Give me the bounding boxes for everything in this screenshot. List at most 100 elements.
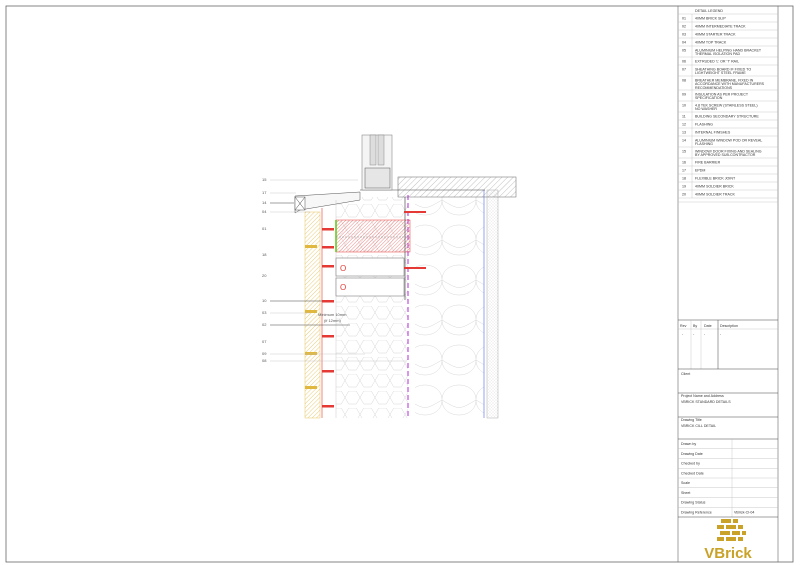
fire-barrier	[335, 219, 411, 253]
svg-text:O: O	[340, 283, 346, 292]
svg-text:O: O	[340, 264, 346, 273]
description-header: Description	[720, 324, 738, 328]
callout-15: 15	[262, 177, 267, 182]
legend-text: 40mm INTERMEDIATE TRACK	[695, 24, 746, 28]
slab	[397, 176, 517, 198]
legend-text: INTERNAL FINISHES	[695, 130, 731, 134]
legend-title: DETAIL LEGEND	[695, 9, 723, 13]
legend-text: FLEXIBLE BRICK JOINT	[695, 176, 736, 180]
secondary-structure	[486, 189, 499, 419]
legend-text: ALUMINIUM WINDOW POD OR REVEAL	[695, 138, 762, 142]
legend-text: SHEATHING BOARD IF FIXED TO	[695, 67, 751, 71]
detail-legend: DETAIL LEGEND 01 40mm BRICK SLIP 02 40mm IN…	[678, 9, 778, 203]
sheet-border	[5, 5, 794, 563]
drawing-title: VBRICK CILL DETAIL	[681, 424, 716, 428]
legend-text: 40mm TOP TRACK	[695, 40, 727, 44]
brick-slip	[304, 211, 321, 419]
callout-09: 09	[262, 351, 267, 356]
dimension-text: Minimum 10mm	[318, 312, 347, 317]
description-cell: -	[720, 332, 722, 336]
info-label: Drawing Reference	[681, 510, 712, 514]
cill-detail-drawing: O O 15 17 14 04 01 18 20 10	[262, 134, 517, 419]
callout-18: 18	[262, 252, 267, 257]
legend-text: BY APPROVED SUB-CONTRACTOR	[695, 153, 756, 157]
legend-number: 06	[682, 59, 686, 63]
legend-number: 07	[682, 67, 686, 71]
legend-text: 40mm SOLDIER BRICK	[695, 184, 734, 188]
legend-text: WINDOW/ DOOR FIXING AND SEALING	[695, 149, 762, 153]
legend-text: EXTRUDED 'L' OR 'T' RAIL	[695, 59, 739, 63]
info-label: Checked by	[681, 462, 700, 466]
legend-number: 03	[682, 32, 686, 36]
legend-number: 05	[682, 48, 686, 52]
project-label: Project Name and Address	[681, 394, 724, 398]
legend-number: 02	[682, 24, 686, 28]
legend-text: FIRE BARRIER	[695, 160, 721, 164]
date-cell: -	[704, 332, 706, 336]
vbrick-logo: VBrick	[704, 519, 752, 562]
info-label: Drawing Date	[681, 452, 703, 456]
info-value: VBrick-CI-04	[734, 510, 754, 514]
legend-text: LIGHTWEIGHT STEEL FRAME	[695, 71, 746, 75]
legend-number: 04	[682, 40, 686, 44]
callout-14: 14	[262, 200, 267, 205]
title-block: Rev By Date Description - - - - Client P…	[678, 319, 778, 518]
date-header: Date	[704, 324, 712, 328]
legend-number: 11	[682, 114, 686, 118]
legend-text: FLASHING	[695, 142, 713, 146]
legend-text: BREATHER MEMBRANE, FIXED IN	[695, 78, 754, 82]
legend-number: 20	[682, 192, 686, 196]
legend-text: NO WASHER	[695, 107, 717, 111]
legend-number: 10	[682, 103, 686, 107]
callout-17: 17	[262, 190, 267, 195]
by-header: By	[693, 324, 697, 328]
legend-text: ALUMINIUM HELPING HAND BRACKET	[695, 48, 762, 52]
legend-number: 14	[682, 138, 686, 142]
callout-20: 20	[262, 273, 267, 278]
rev-cell: -	[682, 332, 684, 336]
rev-header: Rev	[680, 324, 687, 328]
callout-10: 10	[262, 298, 267, 303]
legend-text: FLASHING	[695, 122, 713, 126]
legend-number: 17	[682, 168, 686, 172]
by-cell: -	[693, 332, 695, 336]
fixings	[322, 211, 426, 408]
legend-text: RECOMMENDATIONS	[695, 86, 733, 90]
legend-text: 40mm STARTER TRACK	[695, 32, 736, 36]
legend-text: ACCORDANCE WITH MANUFACTURERS	[695, 82, 765, 86]
callout-02: 02	[262, 322, 267, 327]
project-name: VBRICK STANDARD DETAILS	[681, 400, 731, 404]
info-label: Scale	[681, 481, 690, 485]
legend-text: EPDM	[695, 168, 705, 172]
legend-number: 09	[682, 92, 686, 96]
legend-text: BUILDING SECONDARY STRUCTURE	[695, 114, 759, 118]
legend-number: 18	[682, 176, 686, 180]
callout-01: 01	[262, 226, 267, 231]
drawing-title-label: Drawing Title	[681, 418, 702, 422]
callout-07: 07	[262, 339, 267, 344]
window-frame	[361, 134, 393, 191]
legend-text: 40mm BRICK SLIP	[695, 16, 726, 20]
legend-number: 08	[682, 78, 686, 82]
insulation-mineral-wool	[415, 197, 484, 418]
legend-text: 4.8 TEK SCREW (STAINLESS STEEL)	[695, 103, 758, 107]
callout-08: 08	[262, 358, 267, 363]
client-label: Client	[681, 372, 690, 376]
info-label: Drawing Status	[681, 501, 706, 505]
dimension-text-note: (if 12mm)	[324, 318, 342, 323]
info-label: Drawn by	[681, 442, 696, 446]
legend-number: 15	[682, 149, 686, 153]
logo-text: VBrick	[704, 545, 752, 562]
callout-03: 03	[262, 310, 267, 315]
callout-04: 04	[262, 209, 267, 214]
info-label: Sheet	[681, 491, 690, 495]
callout-labels: 15 17 14 04 01 18 20 10 03 02 07 09 08 M…	[262, 177, 406, 363]
legend-text: THERMAL ISOLATION PAD	[695, 52, 740, 56]
legend-number: 19	[682, 184, 686, 188]
legend-text: INSULATION AS PER PROJECT	[695, 92, 749, 96]
info-label: Checked Date	[681, 471, 704, 475]
legend-number: 01	[682, 16, 686, 20]
legend-text: SPECIFICATION	[695, 96, 723, 100]
legend-number: 13	[682, 130, 686, 134]
